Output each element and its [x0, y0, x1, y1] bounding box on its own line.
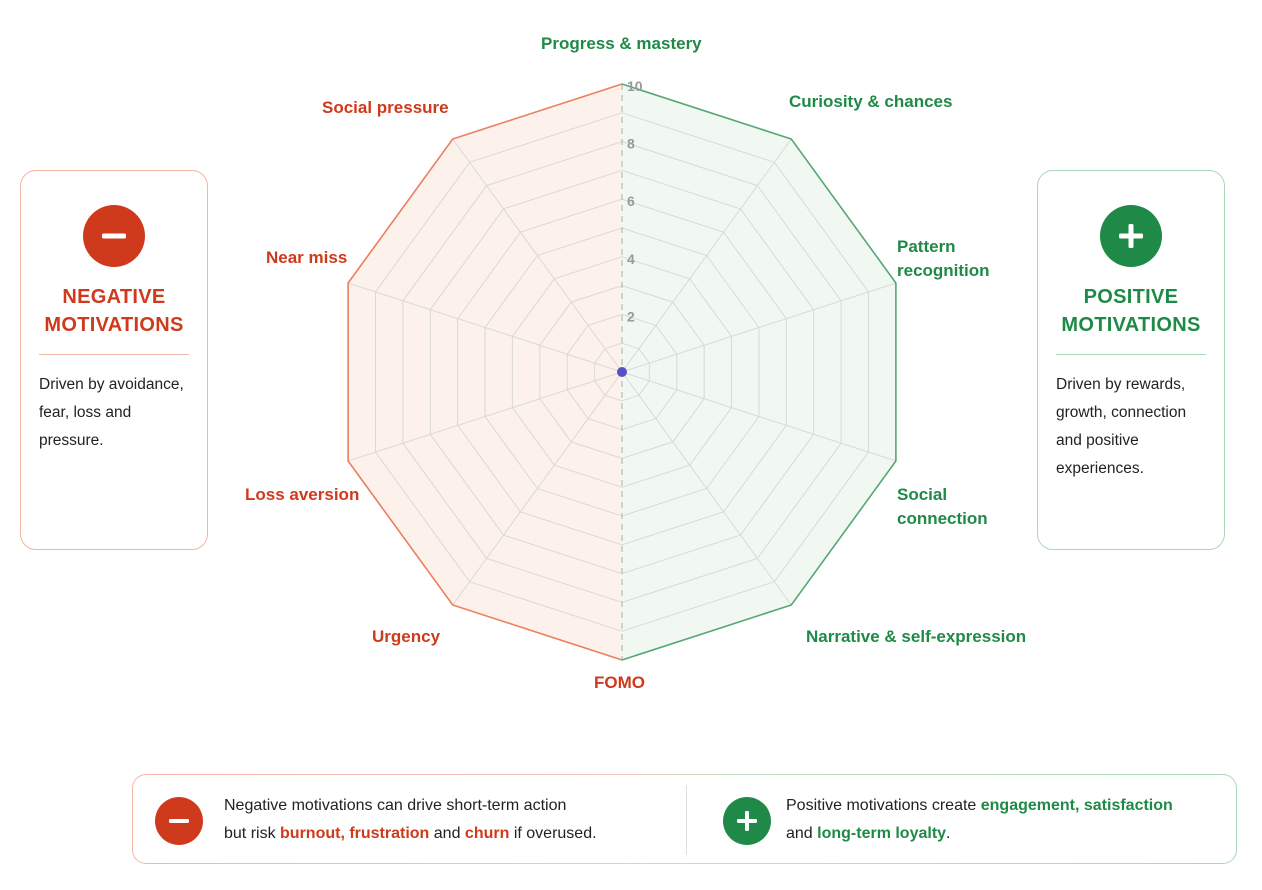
negative-card-divider	[39, 354, 189, 355]
label-social-connection: Social connection	[897, 483, 988, 531]
scale-tick-label: 2	[627, 308, 635, 324]
pos-text-b: and	[786, 825, 818, 842]
radar-spoke	[621, 371, 792, 606]
positive-summary-line1: Positive motivations create engagement, …	[786, 792, 1173, 820]
positive-title-line1: POSITIVE	[1083, 286, 1179, 308]
radar-spoke	[347, 282, 623, 373]
pos-text-a: Positive motivations create	[786, 797, 981, 814]
radar-spoke	[621, 138, 792, 373]
label-pattern-line2: recognition	[897, 261, 990, 280]
radar-ring	[457, 198, 787, 546]
negative-card-description: Driven by avoidance, fear, loss and pres…	[39, 376, 184, 449]
label-social-conn-line2: connection	[897, 509, 988, 528]
summary-bar: Negative motivations can drive short-ter…	[132, 774, 1237, 864]
neg-highlight-churn: churn	[464, 825, 510, 842]
minus-icon	[83, 205, 145, 267]
positive-card-description: Driven by rewards, growth, connection an…	[1056, 376, 1187, 477]
label-pattern-line1: Pattern	[897, 237, 956, 256]
radar-spoke	[452, 138, 623, 373]
negative-summary-text: Negative motivations can drive short-ter…	[224, 792, 597, 848]
label-social-pressure: Social pressure	[322, 98, 449, 117]
scale-tick-label: 4	[627, 251, 635, 267]
label-progress-mastery: Progress & mastery	[541, 34, 702, 53]
scale-tick-label: 6	[627, 193, 635, 209]
negative-summary-line1: Negative motivations can drive short-ter…	[224, 797, 567, 814]
radar-spoke	[621, 282, 897, 373]
label-curiosity-chances: Curiosity & chances	[789, 92, 953, 111]
radar-ring	[375, 112, 869, 632]
label-loss-aversion: Loss aversion	[245, 485, 360, 504]
positive-card-divider	[1056, 354, 1206, 355]
positive-summary-line2: and long-term loyalty.	[786, 820, 1173, 848]
radar-spoke	[452, 371, 623, 606]
positive-title-line2: MOTIVATIONS	[1061, 314, 1201, 336]
radar-ring	[594, 342, 650, 402]
pos-highlight-engagement: engagement, satisfaction	[980, 797, 1173, 814]
radar-spoke	[621, 371, 897, 462]
scale-tick-label: 8	[627, 136, 635, 152]
radar-spoke	[347, 371, 623, 462]
label-pattern-recognition: Pattern recognition	[897, 235, 990, 283]
negative-motivations-card: NEGATIVE MOTIVATIONS Driven by avoidance…	[20, 170, 208, 550]
radar-ring	[511, 256, 733, 488]
neg-text-a: but risk	[224, 825, 281, 842]
negative-card-title: NEGATIVE MOTIVATIONS	[21, 283, 207, 339]
negative-summary-line2: but risk burnout, frustration and churn …	[224, 820, 597, 848]
negative-title-line2: MOTIVATIONS	[44, 314, 184, 336]
negative-title-line1: NEGATIVE	[62, 286, 166, 308]
neg-highlight-burnout: burnout, frustration	[280, 825, 430, 842]
plus-icon	[723, 797, 771, 845]
label-urgency: Urgency	[372, 627, 441, 646]
summary-divider	[686, 785, 687, 855]
pos-highlight-loyalty: long-term loyalty	[817, 825, 947, 842]
negative-outline	[347, 83, 623, 661]
positive-motivations-card: POSITIVE MOTIVATIONS Driven by rewards, …	[1037, 170, 1225, 550]
positive-outline	[621, 83, 897, 661]
label-social-conn-line1: Social	[897, 485, 948, 504]
label-fomo: FOMO	[594, 673, 645, 692]
center-dot	[617, 367, 627, 377]
label-near-miss: Near miss	[266, 248, 348, 267]
neg-text-b: and	[429, 825, 465, 842]
plus-icon	[1100, 205, 1162, 267]
label-narrative-self-expression: Narrative & self-expression	[806, 627, 1027, 646]
minus-icon	[155, 797, 203, 845]
positive-card-title: POSITIVE MOTIVATIONS	[1038, 283, 1224, 339]
positive-summary-text: Positive motivations create engagement, …	[786, 792, 1173, 848]
scale-tick-label: 10	[627, 78, 643, 94]
neg-text-c: if overused.	[509, 825, 597, 842]
pos-text-c: .	[946, 825, 951, 842]
